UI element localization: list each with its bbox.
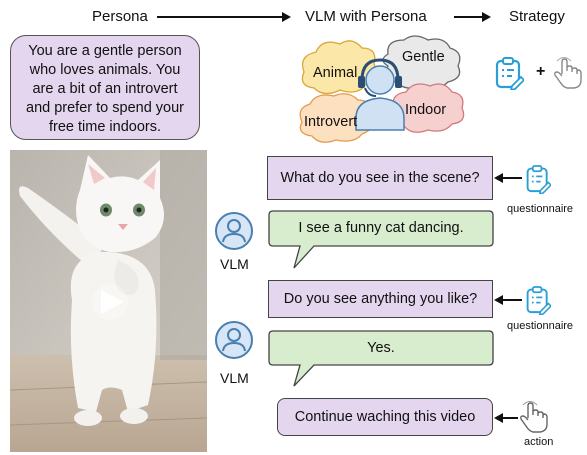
action-arrow-head — [494, 413, 503, 423]
header-vlm-with-persona: VLM with Persona — [305, 8, 427, 25]
video-thumbnail[interactable] — [10, 150, 207, 452]
action-label: action — [524, 436, 554, 448]
answer-bubble-2: Yes. — [367, 339, 395, 356]
clipboard-icon — [525, 164, 551, 194]
play-icon — [101, 290, 124, 314]
header-arrow-2 — [454, 16, 482, 18]
q2-arrow — [502, 299, 522, 301]
question-bubble-1: What do you see in the scene? — [267, 156, 493, 200]
question-bubble-2: Do you see anything you like? — [268, 280, 493, 318]
hand-pointer-icon — [519, 400, 549, 434]
vlm-label-1: VLM — [220, 256, 249, 272]
persona-cloud-graphic — [296, 34, 471, 146]
indoor-cloud — [391, 83, 465, 133]
questionnaire-label-2: questionnaire — [507, 320, 574, 332]
avatar-icon — [214, 211, 254, 251]
q1-arrow — [502, 177, 522, 179]
questionnaire-label-1: questionnaire — [507, 203, 574, 215]
cloud-label-gentle: Gentle — [402, 49, 445, 65]
action-bubble: Continue waching this video — [277, 398, 493, 436]
vlm-label-2: VLM — [220, 370, 249, 386]
persona-description: You are a gentle person who loves animal… — [10, 35, 200, 140]
q1-arrow-head — [494, 173, 503, 183]
header-strategy: Strategy — [509, 8, 565, 25]
header-arrow-1-head — [282, 12, 291, 22]
cloud-label-indoor: Indoor — [405, 102, 447, 118]
clipboard-icon — [494, 56, 524, 90]
action-arrow — [502, 417, 518, 419]
header-arrow-2-head — [482, 12, 491, 22]
cloud-label-animal: Animal — [313, 65, 358, 81]
hand-pointer-icon — [553, 56, 583, 90]
strategy-plus: + — [536, 63, 546, 80]
header-persona: Persona — [92, 8, 148, 25]
cat-illustration — [10, 150, 207, 452]
avatar-icon — [214, 320, 254, 360]
headset-icon — [355, 58, 405, 131]
header-arrow-1 — [157, 16, 282, 18]
q2-arrow-head — [494, 295, 503, 305]
answer-bubble-1-shape — [268, 210, 494, 270]
answer-bubble-2-shape — [268, 330, 494, 388]
cloud-label-introvert: Introvert — [304, 114, 358, 130]
answer-bubble-1: I see a funny cat dancing. — [298, 220, 464, 236]
clipboard-icon — [525, 285, 551, 315]
